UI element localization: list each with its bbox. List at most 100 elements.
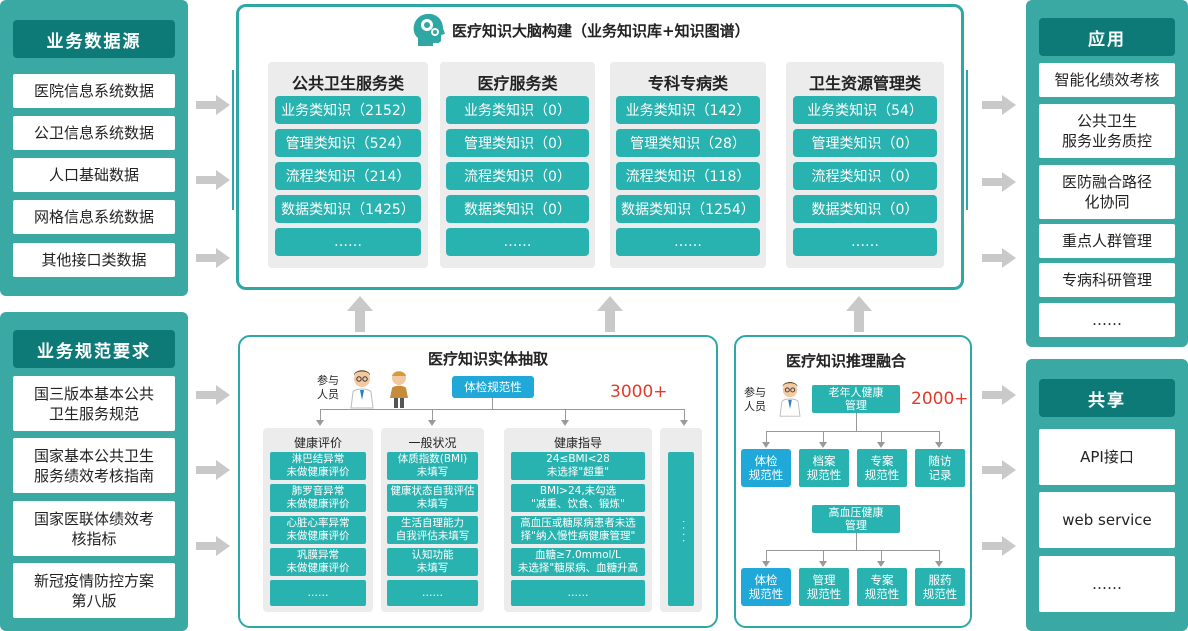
tree-arrowhead	[819, 442, 827, 448]
tree-connector	[881, 550, 882, 562]
application-item: 医防融合路径 化协同	[1039, 165, 1175, 219]
flow-arrow	[982, 536, 1018, 556]
tree-connector	[492, 398, 493, 409]
tree-connector	[939, 550, 940, 562]
tree-connector	[320, 409, 685, 410]
knowledge-item: 业务类知识（2152）	[275, 96, 421, 124]
extract-item: ……	[270, 580, 366, 606]
flow-arrow	[982, 248, 1018, 268]
flow-arrow	[196, 95, 232, 115]
share-panel: 共享 API接口 web service ……	[1026, 359, 1188, 631]
spec-item: 国三版本基本公共 卫生服务规范	[13, 376, 175, 431]
application-item: 重点人群管理	[1039, 224, 1175, 258]
tree-connector	[766, 550, 940, 551]
flow-arrow	[196, 170, 232, 190]
tree-arrowhead	[428, 420, 436, 426]
tree-arrowhead	[877, 561, 885, 567]
tree-connector	[766, 431, 940, 432]
spec-title: 业务规范要求	[13, 330, 175, 368]
extract-item: 血糖≥7.0mmol/L 未选择"糖尿病、血糖升高	[511, 548, 645, 576]
tree-arrowhead	[762, 442, 770, 448]
brain-gear-icon	[412, 12, 446, 48]
extract-item: 高血压或糖尿病患者未选 择"纳入慢性病健康管理"	[511, 516, 645, 544]
tree-connector	[939, 431, 940, 443]
knowledge-column-head: 卫生资源管理类	[808, 74, 921, 93]
knowledge-item: 管理类知识（0）	[446, 129, 589, 157]
tree-connector	[565, 409, 566, 421]
frame-corner-decoration	[956, 70, 968, 210]
flow-arrow	[982, 385, 1018, 405]
extract-root-node: 体检规范性	[452, 376, 534, 398]
staff-avatar-icon	[385, 368, 413, 410]
source-item: 公卫信息系统数据	[13, 116, 175, 150]
extract-more-bar	[668, 452, 694, 606]
application-title: 应用	[1039, 18, 1175, 56]
tree-arrowhead	[561, 420, 569, 426]
reason-root-elderly: 老年人健康 管理	[812, 385, 900, 413]
source-item: 医院信息系统数据	[13, 74, 175, 108]
source-item: 人口基础数据	[13, 158, 175, 192]
extract-more-dots: · · · ·	[677, 520, 688, 543]
doctor-avatar-icon	[347, 368, 377, 410]
application-item: ……	[1039, 303, 1175, 337]
flow-arrow	[196, 536, 232, 556]
application-panel: 应用 智能化绩效考核 公共卫生 服务业务质控 医防融合路径 化协同 重点人群管理…	[1026, 0, 1188, 347]
knowledge-item: 数据类知识（0）	[793, 195, 937, 223]
extract-item: 淋巴结异常 未做健康评价	[270, 452, 366, 480]
reason-leaf: 体检 规范性	[741, 449, 791, 487]
tree-connector	[856, 533, 857, 550]
knowledge-item: 数据类知识（0）	[446, 195, 589, 223]
tree-connector	[881, 431, 882, 443]
knowledge-column-head: 公共卫生服务类	[291, 74, 404, 93]
knowledge-item: 流程类知识（0）	[446, 162, 589, 190]
knowledge-item: 数据类知识（1254）	[616, 195, 760, 223]
doctor-avatar-icon	[776, 380, 804, 418]
extract-item: 体质指数(BMI) 未填写	[387, 452, 478, 480]
flow-arrow	[196, 385, 232, 405]
flow-arrow	[196, 460, 232, 480]
reason-leaf: 体检 规范性	[741, 568, 791, 606]
tree-arrowhead	[316, 420, 324, 426]
tree-arrowhead	[935, 561, 943, 567]
tree-connector	[823, 550, 824, 562]
knowledge-brain-title: 医疗知识大脑构建（业务知识库+知识图谱）	[452, 22, 750, 40]
extract-column-head: 一般状况	[408, 436, 457, 450]
application-item: 专病科研管理	[1039, 263, 1175, 297]
data-source-title: 业务数据源	[13, 20, 175, 58]
extract-item: ……	[511, 580, 645, 606]
reason-count: 2000+	[911, 389, 969, 409]
spec-item: 国家基本公共卫生 服务绩效考核指南	[13, 438, 175, 493]
share-item: web service	[1039, 492, 1175, 548]
spec-panel: 业务规范要求 国三版本基本公共 卫生服务规范 国家基本公共卫生 服务绩效考核指南…	[0, 312, 188, 631]
extract-column-head: 健康评价	[293, 436, 342, 450]
flow-arrow-up	[347, 296, 373, 332]
spec-item: 国家医联体绩效考 核指标	[13, 501, 175, 556]
knowledge-item: 管理类知识（0）	[793, 129, 937, 157]
share-title: 共享	[1039, 379, 1175, 417]
data-source-panel: 业务数据源 医院信息系统数据 公卫信息系统数据 人口基础数据 网格信息系统数据 …	[0, 0, 188, 296]
knowledge-column-head: 医疗服务类	[477, 74, 558, 93]
tree-arrowhead	[680, 420, 688, 426]
tree-arrowhead	[819, 561, 827, 567]
participants-label: 参与 人员	[744, 386, 766, 413]
source-item: 其他接口类数据	[13, 243, 175, 277]
extract-item: 认知功能 未填写	[387, 548, 478, 576]
knowledge-item: 业务类知识（142）	[616, 96, 760, 124]
extract-item: 生活自理能力 自我评估未填写	[387, 516, 478, 544]
reason-leaf: 专案 规范性	[857, 449, 907, 487]
tree-arrowhead	[762, 561, 770, 567]
knowledge-item: 业务类知识（0）	[446, 96, 589, 124]
tree-connector	[684, 409, 685, 421]
knowledge-column-head: 专科专病类	[647, 74, 728, 93]
flow-arrow-up	[597, 296, 623, 332]
knowledge-item: 流程类知识（118）	[616, 162, 760, 190]
extract-item: BMI>24,未勾选 "减重、饮食、锻炼"	[511, 484, 645, 512]
knowledge-item: ……	[446, 228, 589, 256]
knowledge-item: ……	[275, 228, 421, 256]
knowledge-item: 管理类知识（524）	[275, 129, 421, 157]
knowledge-item: ……	[616, 228, 760, 256]
share-item: API接口	[1039, 429, 1175, 485]
tree-connector	[823, 431, 824, 443]
reason-leaf: 服药 规范性	[915, 568, 965, 606]
frame-corner-decoration	[232, 70, 244, 210]
